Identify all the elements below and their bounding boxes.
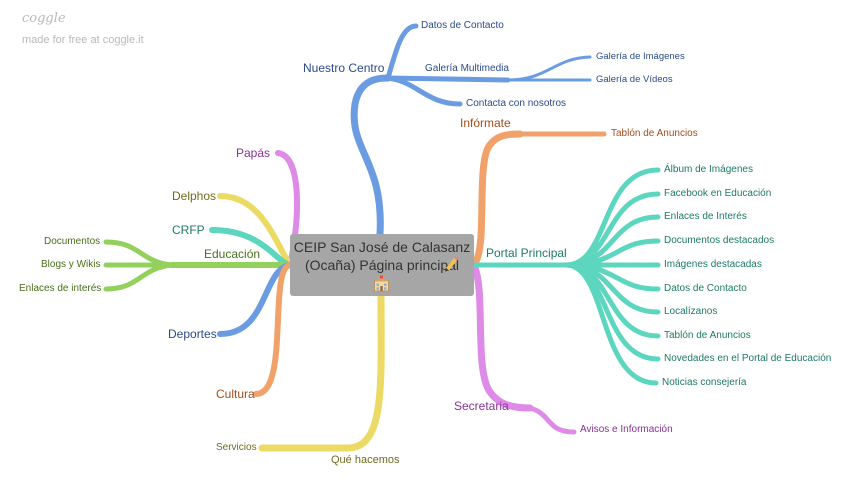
- branch-datos-contacto: [385, 23, 419, 81]
- node-blogs-y-wikis[interactable]: Blogs y Wikis: [41, 259, 101, 270]
- node-datos-de-contacto[interactable]: Datos de Contacto: [421, 20, 504, 31]
- node-documentos-destacados[interactable]: Documentos destacados: [664, 235, 775, 246]
- node-datos-de-contacto-portal[interactable]: Datos de Contacto: [664, 283, 747, 294]
- node-novedades-portal-educacion[interactable]: Novedades en el Portal de Educación: [664, 353, 832, 364]
- node-contacta-con-nosotros[interactable]: Contacta con nosotros: [466, 98, 567, 109]
- branch-informate: [470, 130, 524, 268]
- pencil-icon: [445, 256, 459, 272]
- coggle-logo: coggle: [22, 11, 66, 26]
- node-crfp[interactable]: CRFP: [172, 223, 205, 237]
- branch-cultura: [253, 262, 293, 397]
- branch-documentos: [103, 239, 175, 268]
- central-node[interactable]: CEIP San José de Calasanz (Ocaña) Página…: [290, 234, 474, 296]
- node-educacion[interactable]: Educación: [204, 247, 261, 261]
- node-localizanos[interactable]: Localízanos: [664, 306, 718, 317]
- node-que-hacemos[interactable]: Qué hacemos: [331, 454, 400, 466]
- node-galeria-de-videos[interactable]: Galería de Vídeos: [596, 74, 673, 85]
- node-enlaces-de-interes[interactable]: Enlaces de Interés: [664, 211, 747, 222]
- branch-delphos: [217, 193, 293, 268]
- node-enlaces-de-interes-educacion[interactable]: Enlaces de interés: [19, 283, 102, 294]
- node-avisos-e-informacion[interactable]: Avisos e Información: [580, 424, 673, 435]
- node-servicios[interactable]: Servicios: [216, 442, 257, 453]
- central-title-line1: CEIP San José de Calasanz: [293, 239, 471, 255]
- node-secretaria[interactable]: Secretaria: [454, 399, 509, 413]
- node-tablon-de-anuncios-portal[interactable]: Tablón de Anuncios: [664, 330, 751, 341]
- node-tablon-de-anuncios-informate[interactable]: Tablón de Anuncios: [611, 128, 698, 139]
- coggle-tagline: made for free at coggle.it: [22, 34, 144, 46]
- node-imagenes-destacadas[interactable]: Imágenes destacadas: [664, 259, 762, 270]
- node-informate[interactable]: Infórmate: [460, 116, 511, 130]
- school-icon: [374, 275, 389, 292]
- branch-enlaces: [103, 262, 175, 292]
- node-galeria-de-imagenes[interactable]: Galería de Imágenes: [596, 51, 685, 62]
- node-documentos[interactable]: Documentos: [44, 236, 101, 247]
- node-deportes[interactable]: Deportes: [168, 327, 217, 341]
- central-title-line2: (Ocaña) Página principal: [304, 257, 460, 273]
- node-portal-principal[interactable]: Portal Principal: [486, 246, 567, 260]
- node-noticias-consejeria[interactable]: Noticias consejería: [662, 377, 747, 388]
- branch-que-hacemos: [258, 292, 385, 452]
- branch-secretaria: [470, 262, 534, 412]
- branch-galeria-multimedia: [385, 75, 511, 83]
- node-facebook-en-educacion[interactable]: Facebook en Educación: [664, 188, 772, 199]
- branch-contacta: [385, 75, 463, 107]
- node-galeria-multimedia[interactable]: Galería Multimedia: [425, 63, 509, 74]
- branch-nuestro-centro: [350, 74, 392, 238]
- branch-avisos: [527, 405, 577, 435]
- branch-galeria-imagenes: [506, 55, 592, 82]
- node-papas[interactable]: Papás: [236, 146, 271, 160]
- node-cultura[interactable]: Cultura: [216, 387, 255, 401]
- node-album-de-imagenes[interactable]: Álbum de Imágenes: [664, 164, 753, 175]
- node-delphos[interactable]: Delphos: [172, 189, 217, 203]
- node-nuestro-centro[interactable]: Nuestro Centro: [303, 61, 385, 75]
